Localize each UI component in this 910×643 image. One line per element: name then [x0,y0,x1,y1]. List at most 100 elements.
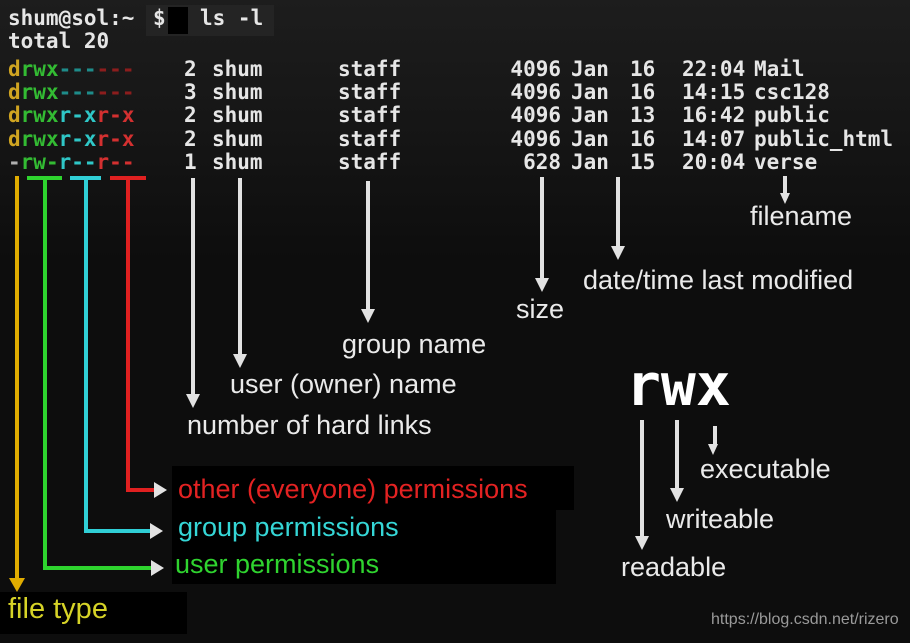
group-name: staff [338,103,402,128]
user-permissions-label: user permissions [175,549,380,579]
writeable-arrow [675,420,679,488]
listing-row: drwx------ 2 shum staff 4096 Jan 16 22:04 Mail [0,58,910,81]
terminal-cursor [168,7,188,34]
executable-label: executable [700,454,831,484]
group-permissions-line-horizontal [84,529,150,533]
group-name: staff [338,57,402,81]
writeable-arrowhead [670,488,684,502]
permission-string: drwx------ [8,57,135,81]
permission-string: drwxr-xr-x [8,126,135,151]
owner-name: shum [212,57,263,81]
owner-name: shum [212,103,263,128]
size-arrow [540,177,544,278]
permission-string: -rw-r--r-- [8,149,135,174]
user-permissions-line-vertical [43,176,47,570]
rwx-title: rwx [626,351,731,419]
writeable-label: writeable [666,504,775,534]
modified-day: 16 [630,57,656,81]
datetime-arrow [616,177,620,246]
group-permissions-label: group permissions [178,512,399,542]
size-arrowhead [535,278,549,292]
link-count: 2 [184,103,197,128]
owner-name: shum [212,149,263,174]
filename-label: filename [750,201,853,231]
file-size: 4096 [510,57,561,81]
shell-prompt: shum@sol:~ [8,6,135,30]
terminal-top-glow [0,0,910,260]
modified-day: 15 [630,149,656,174]
command-text: ls -l [200,6,264,30]
modified-month: Jan [571,149,609,174]
filename-arrowhead [780,193,790,204]
group-permissions-arrowhead [150,523,163,539]
owner-name-label: user (owner) name [230,369,457,399]
file-name: public [754,103,830,128]
filename-arrow [783,176,787,193]
other-permissions-line-horizontal [126,488,154,492]
executable-arrow [713,426,717,444]
file-size: 4096 [510,126,561,151]
group-name: staff [338,149,402,174]
group-name: staff [338,80,402,105]
group-name-arrow [366,181,370,309]
link-count: 1 [184,149,197,174]
modified-time: 14:07 [682,126,746,151]
file-name: csc128 [754,80,830,105]
link-count: 2 [184,126,197,151]
owner-name: shum [212,80,263,105]
group-user-permissions-label-backdrop [172,510,556,584]
modified-time: 14:15 [682,80,746,105]
file-type-line [15,176,19,578]
user-permissions-arrowhead [151,560,164,576]
modified-time: 20:04 [682,149,746,174]
executable-arrowhead [708,444,718,455]
modified-month: Jan [571,57,609,81]
user-permissions-line-horizontal [43,566,151,570]
hard-links-arrowhead [186,394,200,408]
listing-row: drwxr-xr-x 2 shum staff 4096 Jan 13 16:42 public [0,104,910,127]
file-size: 628 [523,149,561,174]
other-permissions-label: other (everyone) permissions [178,474,528,504]
file-size: 4096 [510,80,561,105]
modified-day: 16 [630,80,656,105]
modified-month: Jan [571,126,609,151]
modified-month: Jan [571,80,609,105]
group-name-label: group name [342,329,487,359]
file-type-arrowhead [9,578,25,592]
readable-label: readable [621,552,727,582]
command-highlight [146,5,274,36]
readable-arrow [640,420,644,536]
owner-name-arrow [238,178,242,354]
prompt-symbol: $ [153,6,166,30]
readable-arrowhead [635,536,649,550]
other-permissions-arrowhead [154,482,167,498]
file-name: verse [754,149,818,174]
group-name-arrowhead [361,309,375,323]
file-name: Mail [754,57,805,81]
other-permissions-label-backdrop [172,466,574,510]
link-count: 2 [184,57,197,81]
watermark-url: https://blog.csdn.net/rizero [711,611,899,628]
link-count: 3 [184,80,197,105]
total-line: total 20 [8,29,110,53]
hard-links-arrow [191,178,195,394]
datetime-label: date/time last modified [583,265,854,295]
permission-string: drwxr-xr-x [8,103,135,128]
file-type-label: file type [8,593,108,625]
modified-month: Jan [571,103,609,128]
modified-day: 13 [630,103,656,128]
group-name: staff [338,126,402,151]
modified-time: 22:04 [682,57,746,81]
size-label: size [516,294,565,324]
file-size: 4096 [510,103,561,128]
file-type-label-backdrop [0,592,187,634]
hard-links-label: number of hard links [187,410,432,440]
owner-name-arrowhead [233,354,247,368]
modified-day: 16 [630,126,656,151]
file-name: public_html [754,126,894,151]
modified-time: 16:42 [682,103,746,128]
other-permissions-line-vertical [126,176,130,492]
